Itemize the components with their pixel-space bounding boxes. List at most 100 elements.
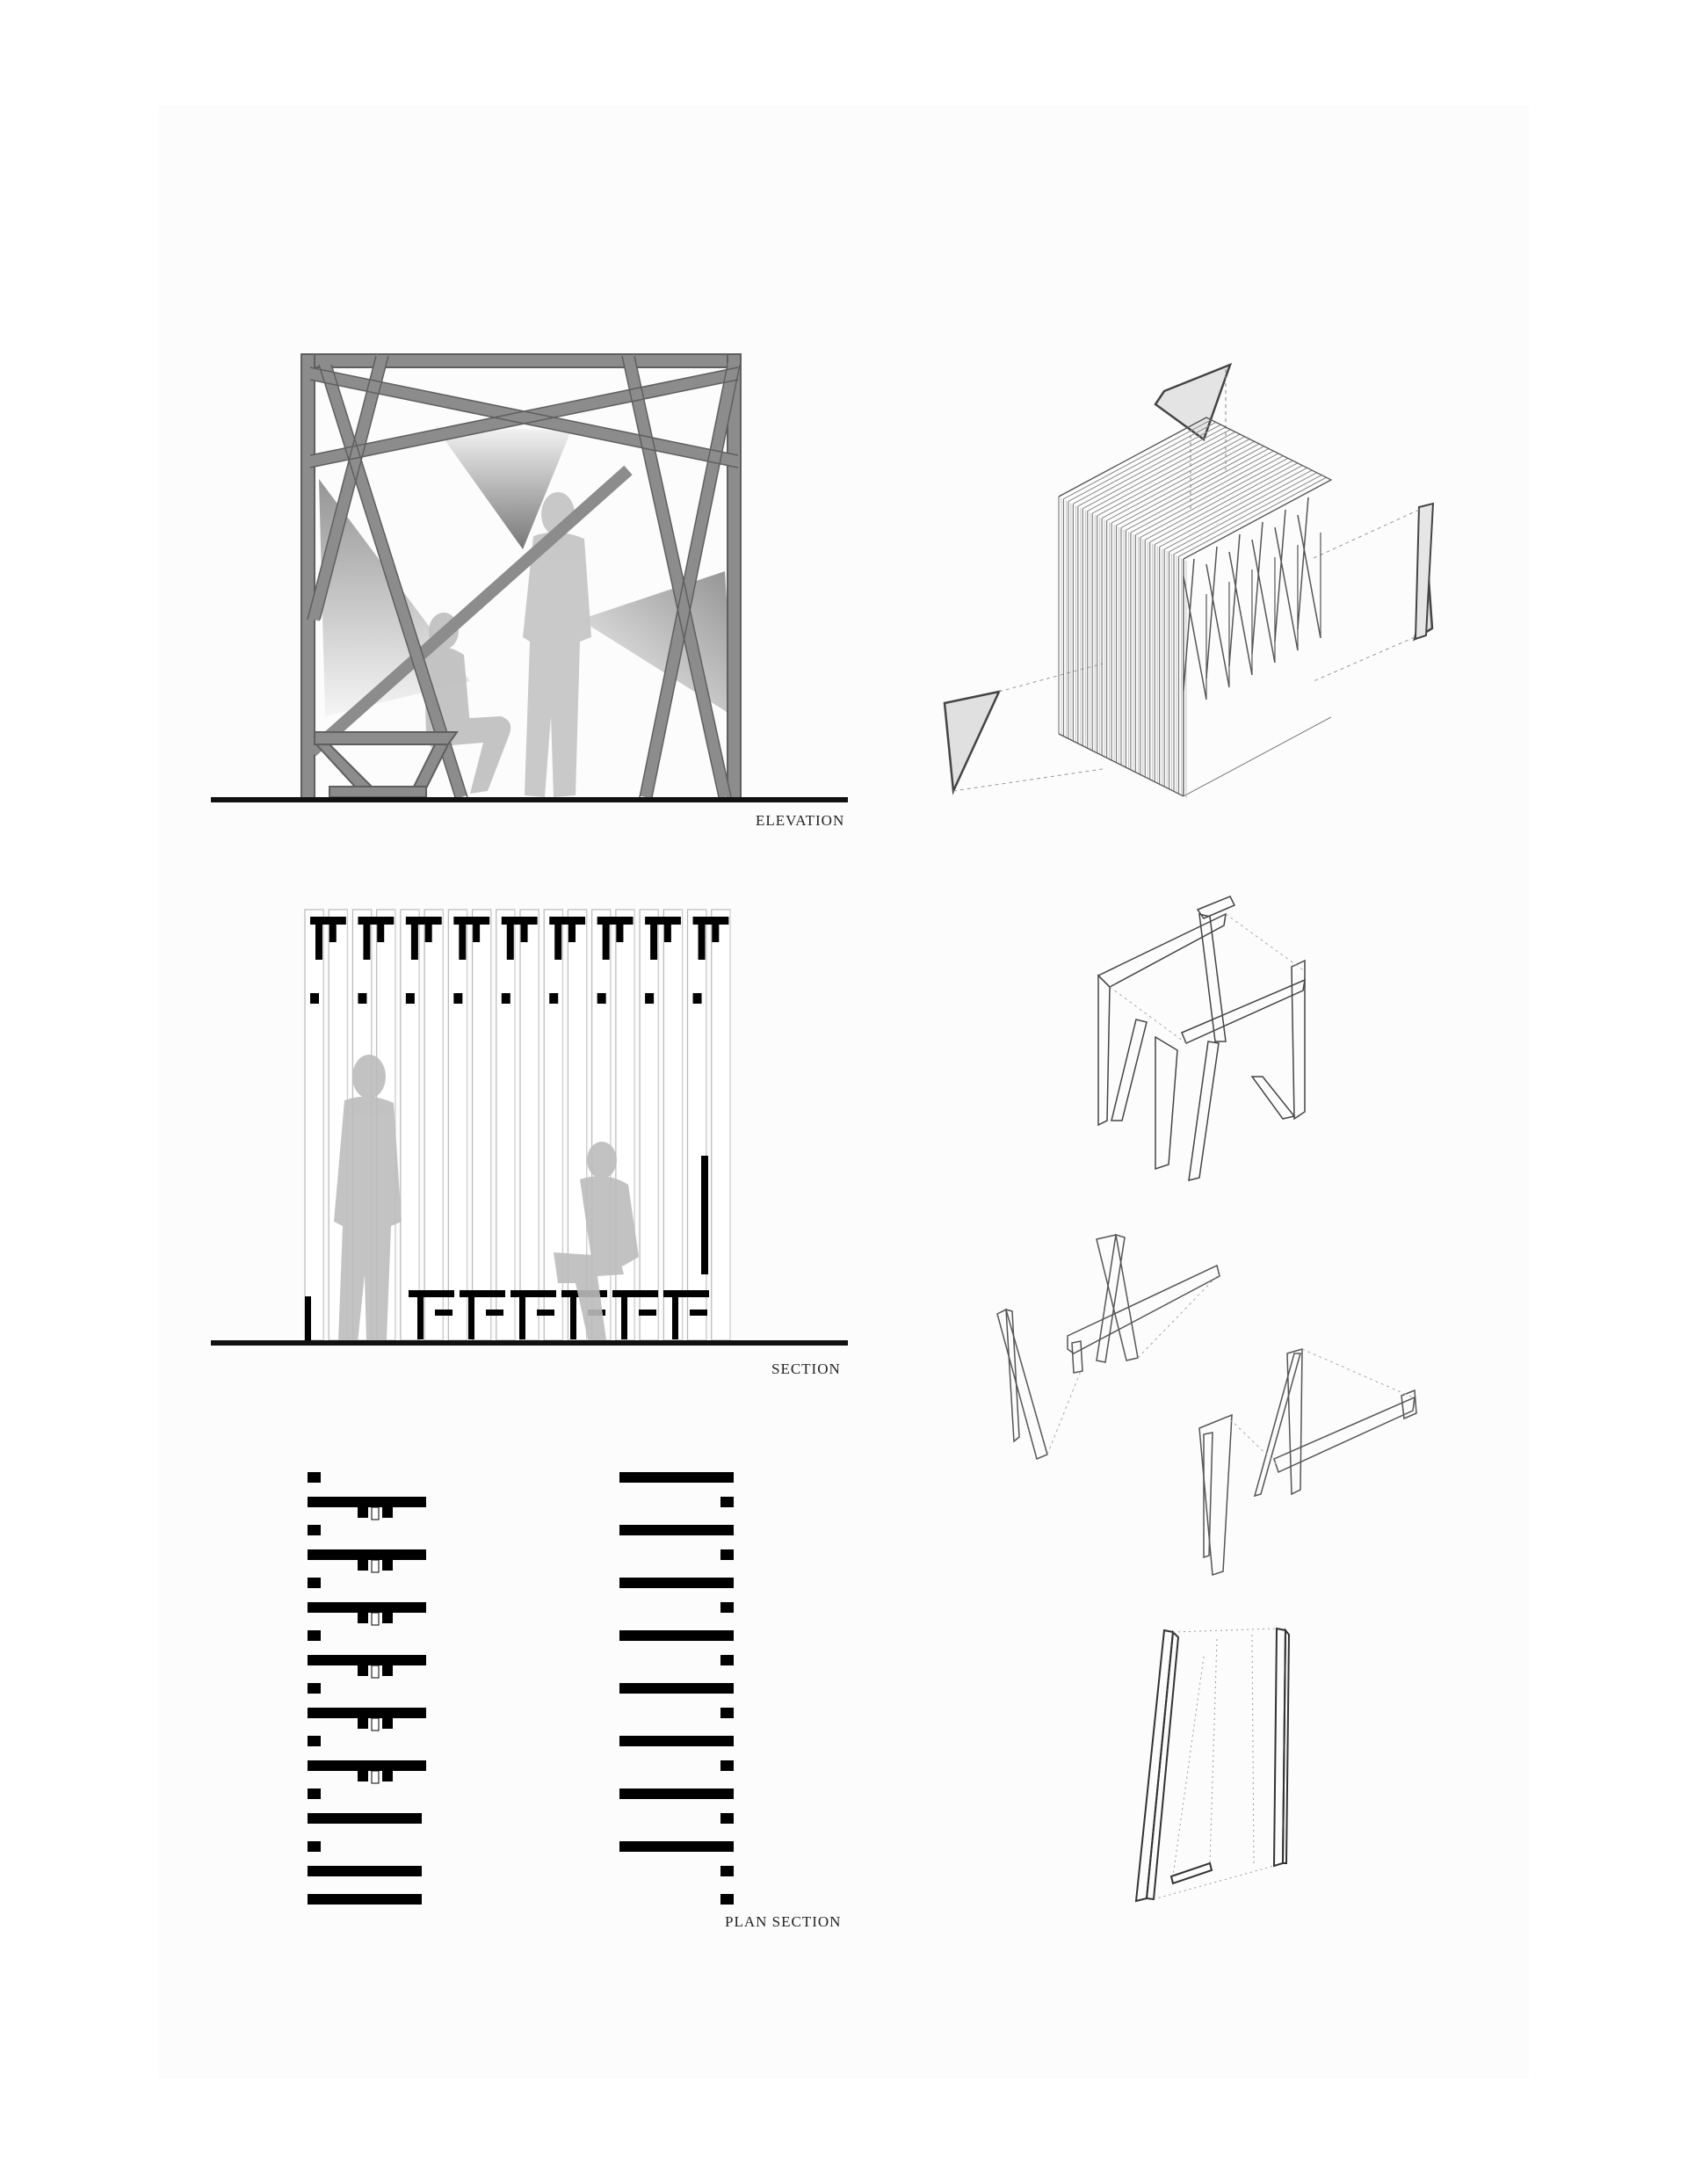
roof-slat — [1149, 462, 1298, 543]
plan-left-bench — [356, 1602, 426, 1613]
section-joint — [692, 993, 702, 1004]
plan-left-bench — [356, 1760, 426, 1771]
plan-right-post — [720, 1602, 734, 1613]
section-bench-rail — [690, 1310, 707, 1316]
section-joint — [597, 993, 606, 1004]
roof-slat — [1140, 457, 1289, 538]
plan-left-leg — [382, 1613, 393, 1623]
roof-slat — [1163, 469, 1313, 550]
side-frame-diagonal — [1251, 521, 1263, 655]
section-top-post — [568, 925, 576, 942]
section-top-post — [602, 925, 610, 960]
section-top-beam — [310, 917, 346, 925]
roof-slat — [1106, 440, 1255, 521]
plan-left-beam — [308, 1813, 422, 1824]
section-slat — [711, 909, 731, 1341]
plan-right-beam — [619, 1578, 734, 1588]
side-frame-diagonal — [1228, 551, 1253, 676]
section-joint — [453, 993, 463, 1004]
section-end-post — [305, 1296, 311, 1340]
section-top-beam — [645, 917, 681, 925]
plan-right-beam — [619, 1683, 734, 1694]
section-people — [334, 1055, 639, 1343]
section-top-post — [663, 925, 671, 942]
section-top-post — [410, 925, 418, 960]
section-top-post — [473, 925, 481, 942]
section-slat — [424, 909, 444, 1341]
section-caption: SECTION — [771, 1360, 841, 1377]
section-bench-leg — [672, 1297, 678, 1339]
section-slat — [686, 909, 707, 1341]
section-top-beam — [453, 917, 490, 925]
elevation-caption: ELEVATION — [756, 812, 845, 829]
plan-left-post — [308, 1789, 321, 1799]
plan-left-post — [308, 1630, 321, 1641]
section-top-beam — [597, 917, 634, 925]
section-slat — [662, 909, 684, 1341]
section-bench-beam — [663, 1290, 709, 1297]
plan-right-beam — [619, 1630, 734, 1641]
section-joint — [358, 993, 367, 1004]
plan-left-leg — [358, 1665, 368, 1676]
side-frame-diagonal — [1206, 563, 1230, 688]
roof-slat — [1154, 465, 1303, 546]
roof-slat — [1068, 422, 1217, 502]
side-frame-diagonal — [1297, 497, 1309, 630]
section-bench-beam — [460, 1290, 505, 1297]
roof-slat — [1091, 433, 1241, 514]
plan-left-gap — [371, 1770, 380, 1784]
plan-right-post — [720, 1760, 734, 1771]
roof-slat — [1116, 446, 1264, 526]
plan-left-bench — [356, 1655, 426, 1665]
section-bench-rail — [486, 1310, 503, 1316]
roof-slat — [1173, 475, 1322, 555]
plan-left-leg — [382, 1771, 393, 1781]
side-frame-diagonal — [1183, 558, 1195, 692]
elevation-member-edges — [307, 355, 741, 798]
section-top-post — [554, 925, 562, 960]
pavilion-slat-cube — [1058, 417, 1333, 798]
plan-section-drawing — [308, 1472, 734, 1905]
side-frame-diagonal — [1206, 546, 1218, 679]
roof-slat — [1135, 455, 1284, 536]
plan-right-post — [720, 1549, 734, 1560]
plan-right-beam — [619, 1525, 734, 1535]
plan-left-leg — [382, 1560, 393, 1571]
section-bench-rail — [639, 1310, 656, 1316]
section-bench-rail — [537, 1310, 554, 1316]
plan-left-bench — [356, 1708, 426, 1718]
section-slat — [447, 909, 468, 1341]
plan-left-gap — [371, 1506, 380, 1520]
section-bench-leg — [417, 1297, 424, 1339]
section-slat — [615, 909, 635, 1341]
plan-left-leg — [358, 1507, 368, 1518]
elevation-bench — [314, 731, 459, 798]
cube-base-edge — [1058, 733, 1184, 797]
plan-section-caption: PLAN SECTION — [725, 1913, 842, 1930]
section-top-post — [329, 925, 337, 942]
plan-left-gap — [371, 1559, 380, 1573]
plan-left-bench — [356, 1497, 426, 1507]
section-slat — [519, 909, 539, 1341]
elevation-drawing — [211, 353, 848, 802]
section-top-post — [650, 925, 658, 960]
plan-right-beam — [619, 1841, 734, 1852]
plan-right-beam — [619, 1736, 734, 1746]
roof-slat — [1082, 429, 1231, 510]
section-top-beam — [549, 917, 586, 925]
plan-right-post — [720, 1655, 734, 1665]
section-drawing — [211, 909, 848, 1346]
plan-right-post — [720, 1866, 734, 1876]
elevation-diagonal-members — [308, 354, 740, 800]
section-joint — [310, 993, 319, 1004]
section-joint — [549, 993, 559, 1004]
roof-slat — [1145, 460, 1293, 541]
plan-right-post — [720, 1497, 734, 1507]
section-bench-leg — [468, 1297, 474, 1339]
plan-left-beam — [308, 1866, 422, 1876]
side-frame-diagonal — [1274, 526, 1299, 651]
section-joint — [645, 993, 655, 1004]
plan-left-leg — [382, 1507, 393, 1518]
plan-left-bench — [356, 1549, 426, 1560]
